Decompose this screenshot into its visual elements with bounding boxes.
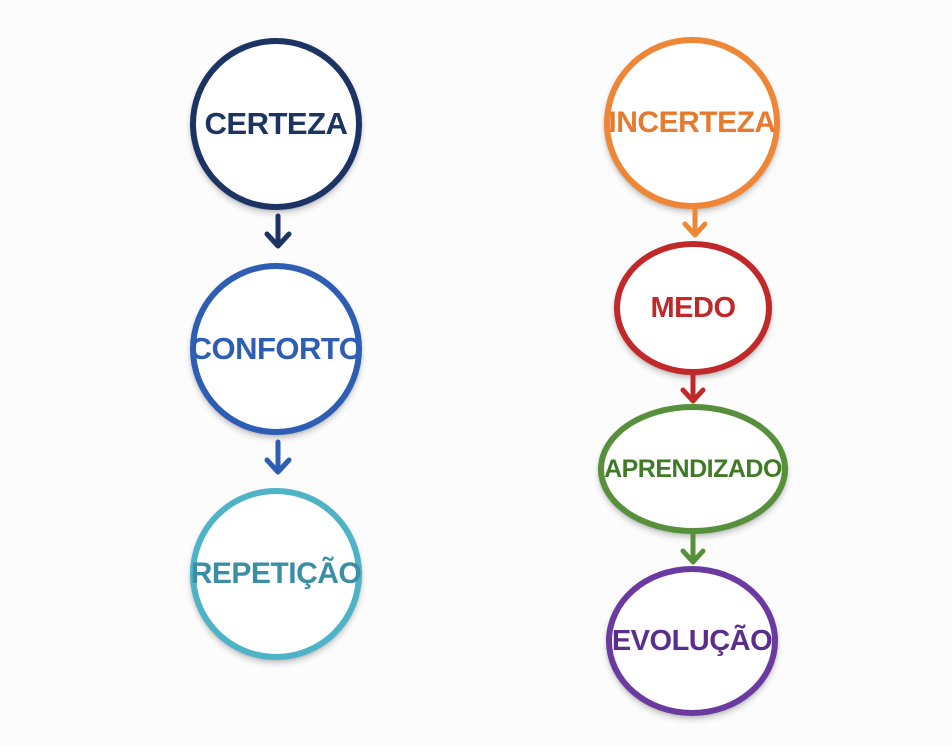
node-certeza: CERTEZA	[190, 38, 362, 210]
arrow-down-icon	[680, 531, 706, 565]
arrow-down-icon	[264, 439, 292, 475]
node-aprendizado: APRENDIZADO	[598, 404, 788, 534]
node-label: CONFORTO	[189, 331, 363, 366]
node-incerteza: INCERTEZA	[604, 37, 780, 209]
node-label: EVOLUÇÃO	[611, 624, 773, 657]
node-label: CERTEZA	[204, 106, 348, 141]
node-label: MEDO	[650, 291, 737, 324]
node-conforto: CONFORTO	[189, 263, 363, 435]
node-medo: MEDO	[614, 241, 772, 375]
arrow-down-icon	[682, 206, 708, 238]
arrow-down-icon	[264, 213, 292, 249]
node-label: APRENDIZADO	[604, 454, 782, 483]
node-evolucao: EVOLUÇÃO	[606, 566, 778, 716]
node-repeticao: REPETIÇÃO	[190, 488, 362, 660]
arrow-down-icon	[680, 372, 706, 404]
node-label: INCERTEZA	[608, 106, 776, 139]
node-label: REPETIÇÃO	[190, 557, 362, 590]
